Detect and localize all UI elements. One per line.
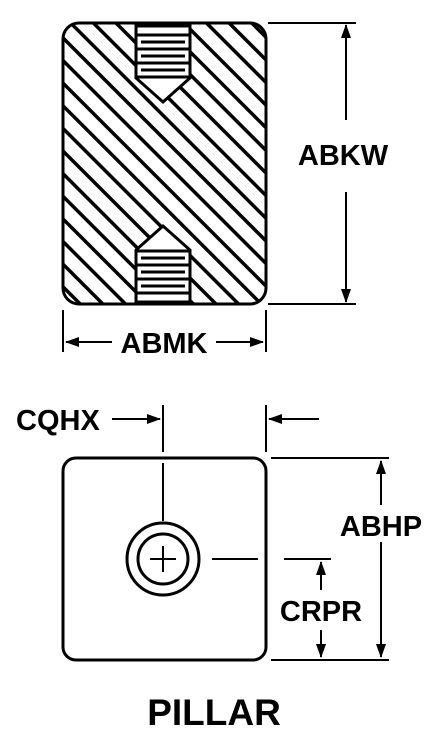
hole-offset-y-label: CRPR [280, 596, 362, 628]
hole-offset-x-dimension [112, 405, 319, 452]
end-view: CQHX ABHP CRPR [16, 405, 422, 662]
height-end-dimension [271, 457, 389, 661]
bottom-threaded-hole [134, 223, 192, 304]
width-side-dimension [62, 310, 267, 352]
top-threaded-hole [134, 24, 192, 105]
side-section-view: ABKW ABMK [61, 21, 389, 360]
pillar-body-hatched [61, 21, 268, 306]
hole-inner-circle [136, 532, 190, 586]
hole-outer-circle [125, 521, 201, 597]
width-side-label: ABMK [121, 328, 208, 360]
hole-center-mark [150, 546, 176, 572]
height-side-label: ABKW [298, 140, 389, 172]
hole-offset-y-dimension [284, 558, 331, 658]
hole-offset-x-label: CQHX [16, 405, 100, 437]
height-end-label: ABHP [340, 511, 422, 543]
drawing-caption: PILLAR [147, 692, 281, 733]
height-side-dimension [268, 22, 356, 305]
